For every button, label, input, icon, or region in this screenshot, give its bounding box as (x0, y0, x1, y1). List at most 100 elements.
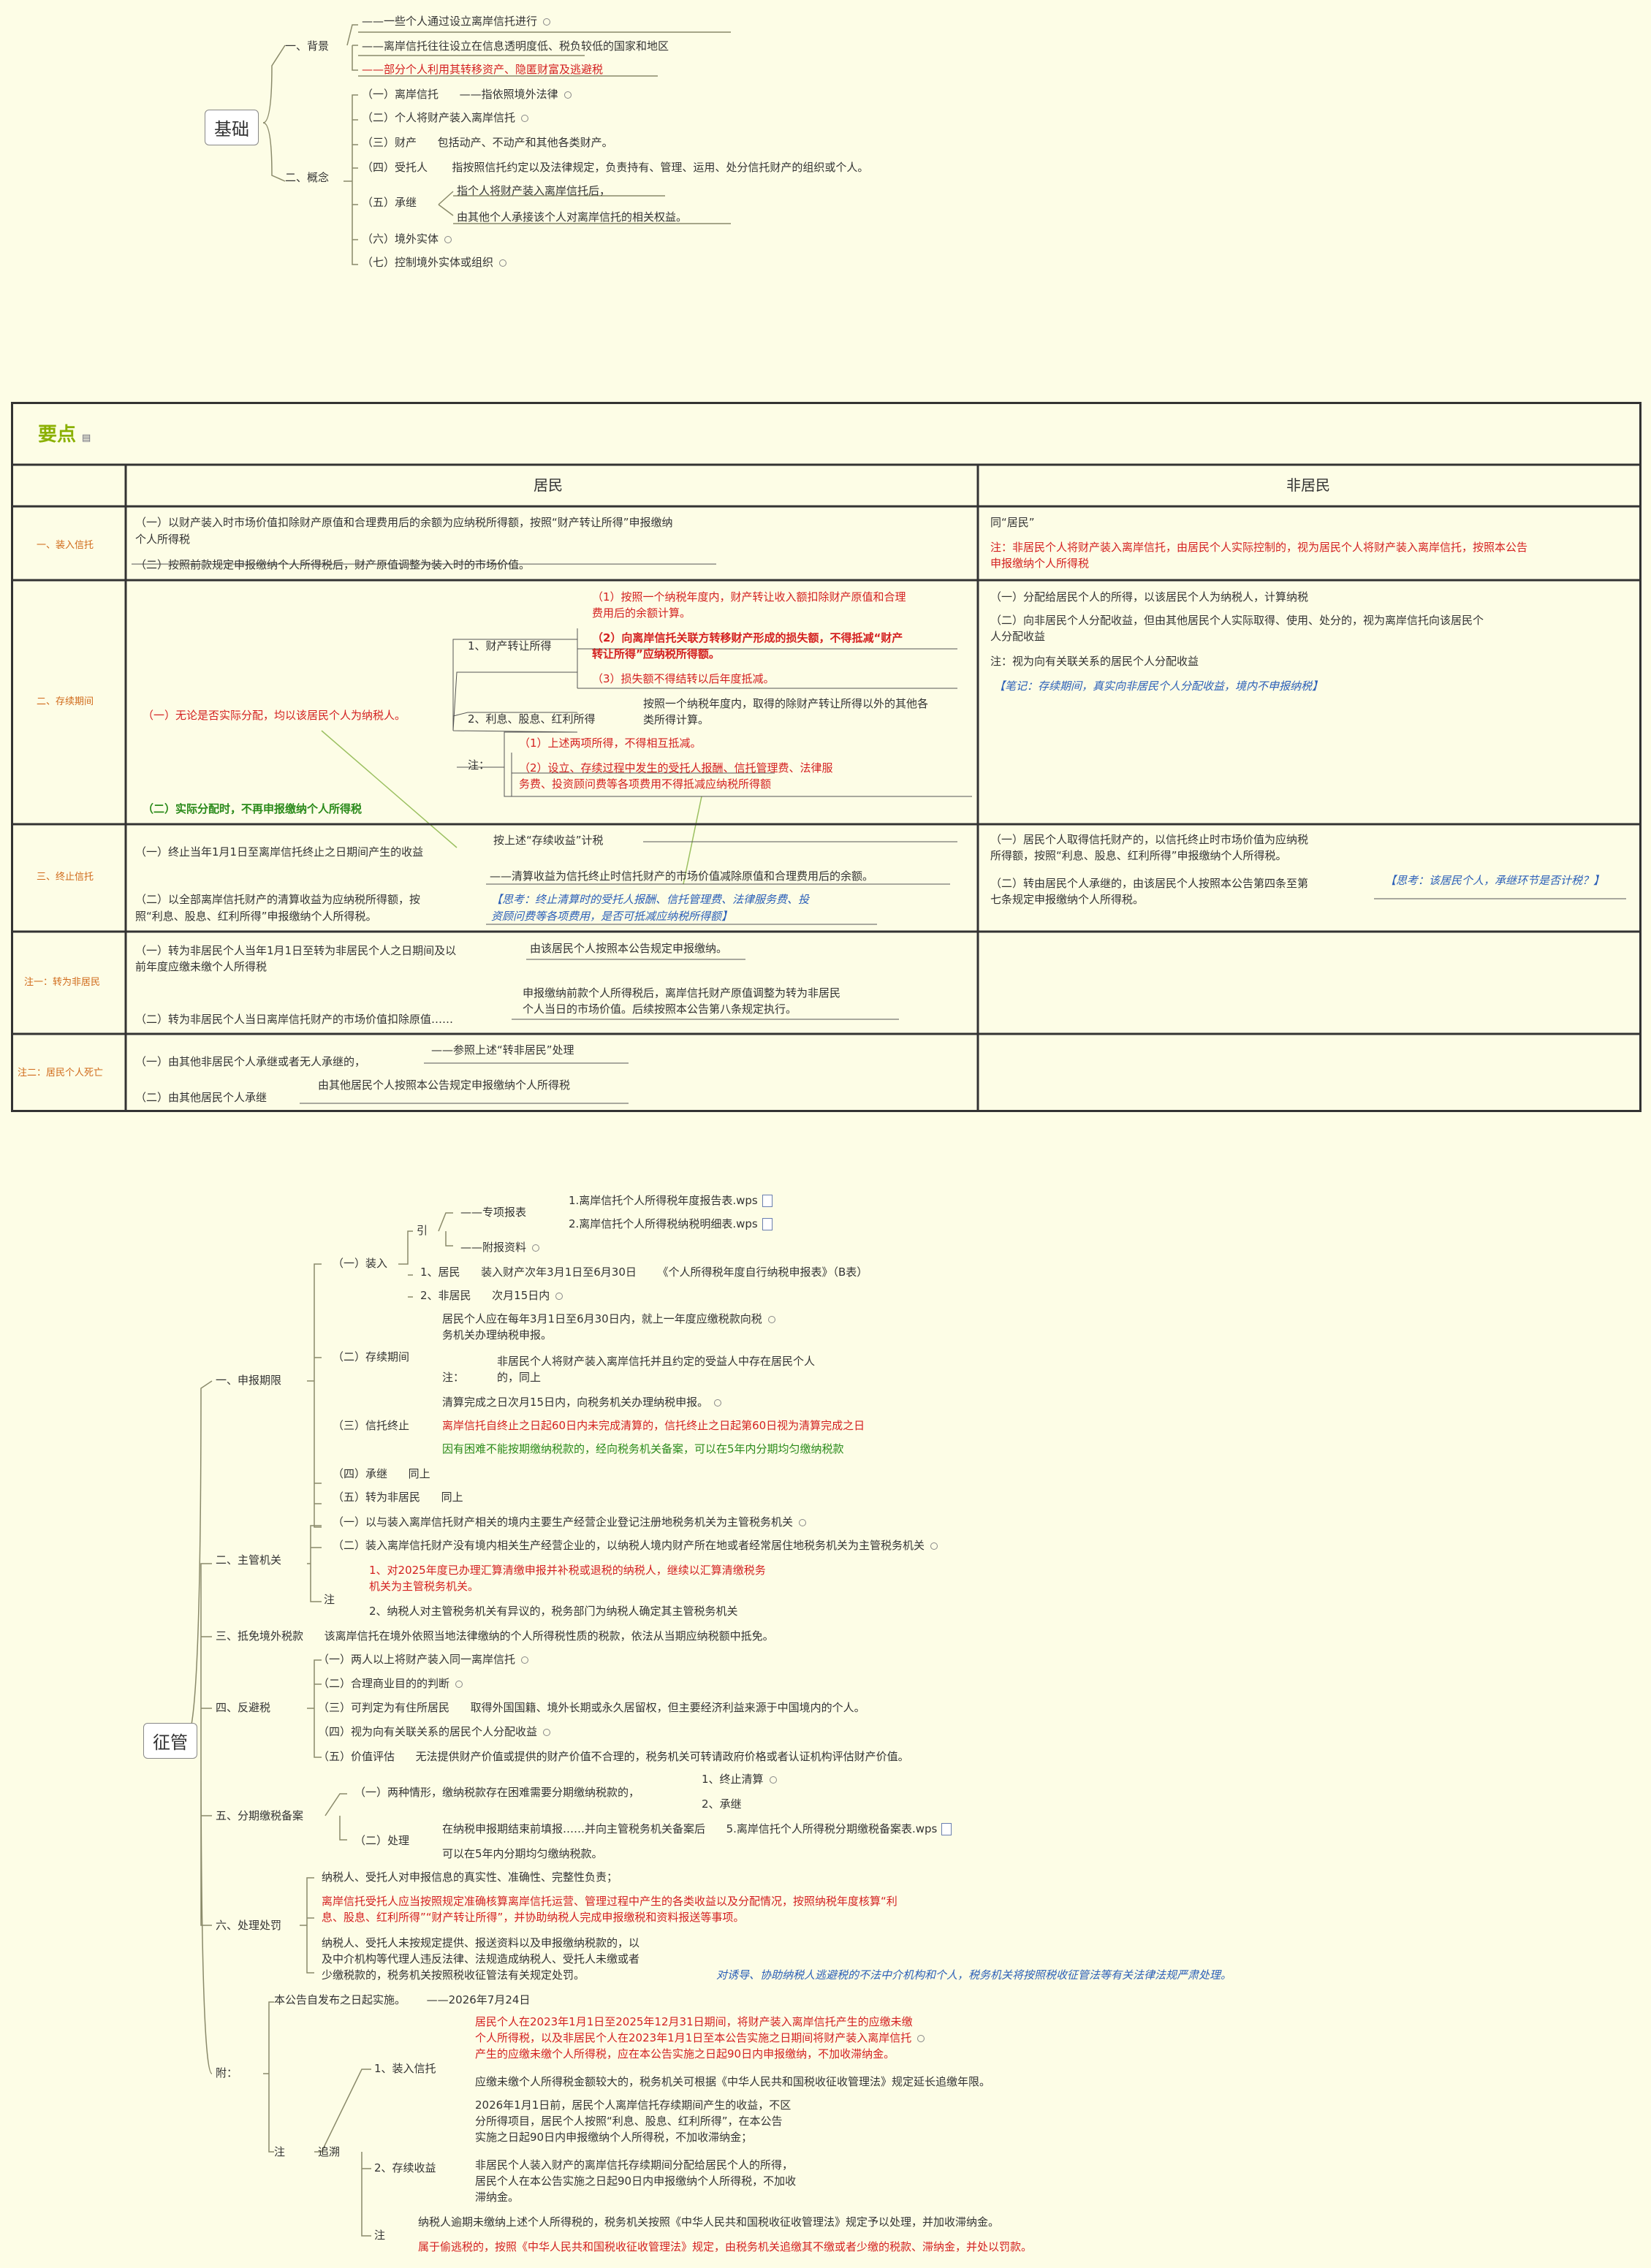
ap-2[interactable]: 2、存续收益 (374, 2161, 436, 2174)
concept-2[interactable]: （二）个人将财产装入离岸信托 (362, 111, 529, 124)
s1-2[interactable]: （二）存续期间 (333, 1350, 410, 1363)
s1-4[interactable]: （四）承继 同上 (333, 1467, 430, 1480)
s2-2-text: （二）装入离岸信托财产没有境内相关生产经营企业的，以纳税人境内财产所在地或者经常… (333, 1539, 925, 1552)
concept-3[interactable]: （三）财产 包括动产、不动产和其他各类财产。 (362, 136, 613, 149)
s1-3a-text: 清算完成之日次月15日内，向税务机关办理纳税申报。 (442, 1396, 709, 1409)
wps-file-icon[interactable] (762, 1195, 773, 1207)
expand-icon[interactable] (799, 1518, 807, 1526)
s2-1-text: （一）以与装入离岸信托财产相关的境内主要生产经营企业登记注册地税务机关为主管税务… (333, 1515, 794, 1529)
s1-1[interactable]: （一）装入 (333, 1257, 388, 1270)
concept-5[interactable]: （五）承继 (362, 196, 417, 209)
r4a2: 前年度应缴未缴个人所得税 (135, 960, 267, 973)
bg-item-2[interactable]: ——离岸信托往往设立在信息透明度低、税负较低的国家和地区 (362, 39, 669, 53)
expand-icon[interactable] (444, 235, 452, 243)
r2n2: （二）向非居民个人分配收益，但由其他居民个人实际取得、使用、处分的，视为离岸信托… (990, 614, 1484, 627)
r1n1: 同“居民” (990, 516, 1035, 529)
expand-icon[interactable] (499, 259, 507, 267)
row4-label: 注一：转为非居民 (24, 977, 101, 988)
s4-4-text: （四）视为向有关联关系的居民个人分配收益 (318, 1725, 538, 1738)
basics-root[interactable]: 基础 (205, 110, 259, 145)
note-icon[interactable]: ▤ (82, 433, 91, 444)
ap-2b2: 居民个人在本公告实施之日起90日内申报缴纳个人所得税，不加收 (475, 2174, 797, 2188)
expand-icon[interactable] (521, 114, 529, 122)
ap-1a2: 个人所得税，以及非居民个人在2023年1月1日至本公告实施之日期间将财产装入离岸… (475, 2031, 925, 2044)
s5-2f-text[interactable]: 5.离岸信托个人所得税分期缴税备案表.wps (726, 1822, 938, 1835)
ap1: 本公告自发布之日起实施。 ——2026年7月24日 (274, 1993, 530, 2006)
expand-icon[interactable] (563, 91, 572, 99)
s1-2a2: 务机关办理纳税申报。 (442, 1328, 553, 1342)
ap-1a2-text: 个人所得税，以及非居民个人在2023年1月1日至本公告实施之日期间将财产装入离岸… (475, 2031, 912, 2044)
r3b: （二）以全部离岸信托财产的清算收益为应纳税所得额，按 (135, 893, 421, 906)
concept-4[interactable]: （四）受托人 指按照信托约定以及法律规定，负责持有、管理、运用、处分信托财产的组… (362, 161, 868, 174)
s1-1y2-text: ——附报资料 (460, 1241, 527, 1254)
concept-1[interactable]: （一）离岸信托 ——指依照境外法律 (362, 88, 572, 101)
ap-1a3: 产生的应缴未缴个人所得税，应在本公告实施之日起90日内申报缴纳，不加收滞纳金。 (475, 2047, 895, 2060)
concept-node[interactable]: 二、概念 (285, 171, 330, 184)
bg-item-1[interactable]: ——一些个人通过设立离岸信托进行 (362, 15, 551, 28)
ap-n1: 纳税人逾期未缴纳上述个人所得税的，税务机关按照《中华人民共和国税收征收管理法》规… (418, 2215, 1000, 2229)
bg-item-3[interactable]: ——部分个人利用其转移资产、隐匿财富及逃避税 (362, 63, 604, 76)
header-resident: 居民 (534, 476, 563, 494)
expand-icon[interactable] (767, 1315, 775, 1323)
expand-icon[interactable] (555, 1292, 563, 1300)
s1-1f1[interactable]: 1.离岸信托个人所得税年度报告表.wps (569, 1194, 773, 1207)
expand-icon[interactable] (455, 1680, 463, 1688)
wps-file-icon[interactable] (762, 1218, 773, 1230)
expand-icon[interactable] (521, 1656, 529, 1664)
s1-1y2[interactable]: ——附报资料 (460, 1241, 540, 1254)
expand-icon[interactable] (917, 2034, 925, 2042)
s6b2: 息、股息、红利所得”“财产转让所得”，并协助纳税人完成申报缴税和资料报送等事项。 (322, 1911, 745, 1924)
r5a: （一）由其他非居民个人承继或者无人承继的， (135, 1055, 366, 1068)
admin-root[interactable]: 征管 (143, 1723, 197, 1759)
s3[interactable]: 三、抵免境外税款 该离岸信托在境外依照当地法律缴纳的个人所得税性质的税款，依法从… (216, 1629, 774, 1643)
s1-1a[interactable]: 1、居民 装入财产次年3月1日至6月30日 《个人所得税年度自行纳税申报表》（B… (420, 1266, 868, 1279)
r2n1: （一）分配给居民个人的所得，以该居民个人为纳税人，计算纳税 (990, 590, 1309, 604)
s5[interactable]: 五、分期缴税备案 (216, 1809, 304, 1822)
s1-3[interactable]: （三）信托终止 (333, 1419, 410, 1432)
ap-2b3: 滞纳金。 (475, 2191, 520, 2204)
s4-5-text: （五）价值评估 (318, 1750, 395, 1763)
r5b: （二）由其他居民个人承继 (135, 1091, 267, 1104)
r2-1b: （2）向离岸信托关联方转移财产形成的损失额，不得抵减“财产 (592, 631, 903, 644)
s1-2a: 居民个人应在每年3月1日至6月30日内，就上一年度应缴税款向税 (442, 1312, 775, 1325)
s4-1: （一）两人以上将财产装入同一离岸信托 (318, 1653, 529, 1666)
ap-1[interactable]: 1、装入信托 (374, 2062, 436, 2075)
s4-2: （二）合理商业目的的判断 (318, 1677, 463, 1690)
s1-5[interactable]: （五）转为非居民 同上 (333, 1491, 463, 1504)
expand-icon[interactable] (769, 1776, 777, 1784)
r2n2b: 人分配收益 (990, 630, 1046, 643)
s1-1y1[interactable]: ——专项报表 (460, 1206, 527, 1219)
expand-icon[interactable] (543, 18, 551, 26)
concept-5b[interactable]: 由其他个人承接该个人对离岸信托的相关权益。 (457, 210, 688, 224)
s6[interactable]: 六、处理处罚 (216, 1919, 282, 1932)
bg-node[interactable]: 一、背景 (285, 39, 330, 53)
s4-4: （四）视为向有关联关系的居民个人分配收益 (318, 1725, 551, 1738)
s4[interactable]: 四、反避税 (216, 1701, 271, 1714)
concept-7[interactable]: （七）控制境外实体或组织 (362, 256, 507, 269)
expand-icon[interactable] (714, 1399, 722, 1407)
s1[interactable]: 一、申报期限 (216, 1374, 282, 1387)
row2-label: 二、存续期间 (37, 696, 94, 707)
row1-label: 一、装入信托 (37, 540, 94, 551)
s4-1-text: （一）两人以上将财产装入同一离岸信托 (318, 1653, 516, 1666)
wps-file-icon[interactable] (941, 1823, 952, 1835)
expand-icon[interactable] (543, 1728, 551, 1736)
s4-3-text: （三）可判定为有住所居民 (318, 1701, 450, 1714)
concept-6[interactable]: （六）境外实体 (362, 232, 452, 246)
s2[interactable]: 二、主管机关 (216, 1553, 282, 1567)
s1-1y[interactable]: 引 (417, 1224, 428, 1237)
expand-icon[interactable] (930, 1542, 938, 1550)
s5-2a-text: 在纳税申报期结束前填报……并向主管税务机关备案后 (442, 1822, 706, 1835)
s4-5: （五）价值评估 无法提供财产价值或提供的财产价值不合理的，税务机关可转请政府价格… (318, 1750, 909, 1763)
ap[interactable]: 附： (216, 2066, 238, 2079)
r3c2: 资顾问费等各项费用，是否可抵减应纳税所得额】 (491, 910, 733, 923)
ap-trace[interactable]: 追溯 (318, 2145, 341, 2158)
s1-1b[interactable]: 2、非居民 次月15日内 (420, 1289, 563, 1302)
s1-1f2[interactable]: 2.离岸信托个人所得税纳税明细表.wps (569, 1217, 773, 1230)
ap1a-text: ——2026年7月24日 (426, 1993, 531, 2006)
expand-icon[interactable] (532, 1244, 540, 1252)
s5-2b: 可以在5年内分期均匀缴纳税款。 (442, 1847, 603, 1860)
s1-2n: 注： (442, 1371, 465, 1384)
ap-1a-text: 居民个人在2023年1月1日至2025年12月31日期间，将财产装入离岸信托产生… (475, 2015, 913, 2028)
concept-5a[interactable]: 指个人将财产装入离岸信托后， (457, 184, 611, 197)
